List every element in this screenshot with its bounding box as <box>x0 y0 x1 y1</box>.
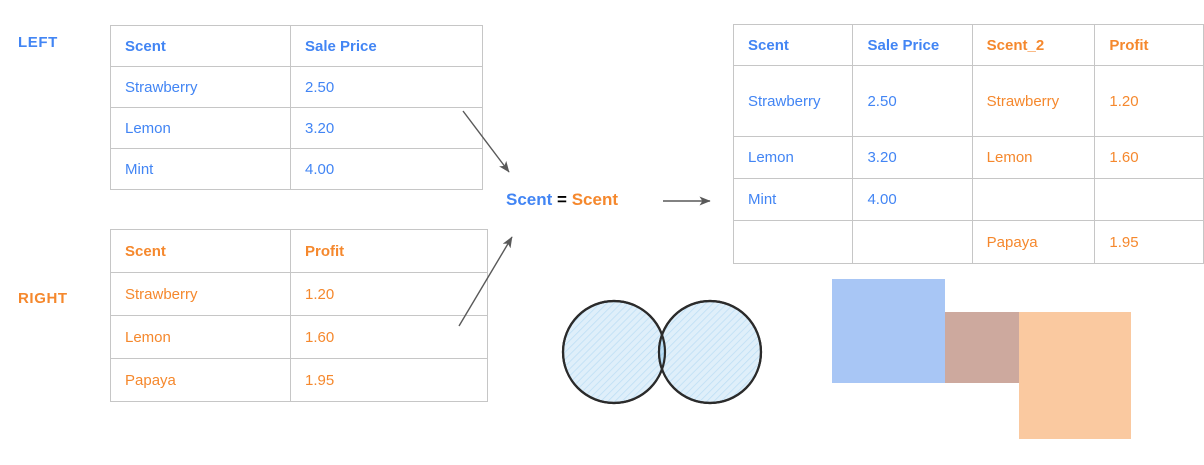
result-cell-profit-0: 1.20 <box>1094 65 1204 137</box>
result-header-profit: Profit <box>1094 24 1204 66</box>
table-row: Lemon 3.20 <box>110 107 483 149</box>
result-cell-scent-1: Lemon <box>732 136 854 179</box>
result-cell-scent2-2 <box>971 178 1096 221</box>
left-cell-price-1: 3.20 <box>290 107 483 149</box>
table-row: Strawberry 2.50 <box>110 66 483 108</box>
right-cell-scent-1: Lemon <box>110 315 291 359</box>
result-cell-profit-2 <box>1094 178 1204 221</box>
table-row: Papaya 1.95 <box>732 220 1204 264</box>
right-cell-scent-0: Strawberry <box>110 272 291 316</box>
result-cell-scent2-0: Strawberry <box>971 65 1096 137</box>
result-cell-scent2-1: Lemon <box>971 136 1096 179</box>
venn-diagram <box>561 299 763 405</box>
left-cell-price-0: 2.50 <box>290 66 483 108</box>
right-cell-profit-1: 1.60 <box>290 315 488 359</box>
result-cell-price-3 <box>852 220 973 264</box>
table-header-row: Scent Sale Price <box>110 25 483 67</box>
result-cell-price-1: 3.20 <box>852 136 973 179</box>
result-table: Scent Sale Price Scent_2 Profit Strawber… <box>732 24 1204 264</box>
table-row: Strawberry 1.20 <box>110 272 488 316</box>
join-left-key: Scent <box>506 190 553 209</box>
result-cell-price-0: 2.50 <box>852 65 973 137</box>
table-row: Mint 4.00 <box>110 148 483 190</box>
left-cell-scent-1: Lemon <box>110 107 291 149</box>
result-cell-price-2: 4.00 <box>852 178 973 221</box>
rect-intersection <box>945 312 1019 383</box>
join-condition: Scent = Scent <box>506 190 618 210</box>
rect-right-set <box>1019 312 1131 439</box>
table-header-row: Scent Profit <box>110 229 488 273</box>
result-header-sale-price: Sale Price <box>852 24 973 66</box>
table-header-row: Scent Sale Price Scent_2 Profit <box>732 24 1204 66</box>
table-row: Papaya 1.95 <box>110 358 488 402</box>
left-cell-scent-0: Strawberry <box>110 66 291 108</box>
join-operator: = <box>557 190 567 209</box>
left-header-scent: Scent <box>110 25 291 67</box>
left-cell-scent-2: Mint <box>110 148 291 190</box>
table-row: Lemon 3.20 Lemon 1.60 <box>732 136 1204 179</box>
venn-circle-right-outline <box>657 299 763 405</box>
left-table-label: LEFT <box>18 34 58 51</box>
result-cell-profit-3: 1.95 <box>1094 220 1204 264</box>
left-table: Scent Sale Price Strawberry 2.50 Lemon 3… <box>110 25 483 190</box>
right-header-scent: Scent <box>110 229 291 273</box>
right-cell-profit-0: 1.20 <box>290 272 488 316</box>
right-table-label: RIGHT <box>18 290 68 307</box>
right-cell-scent-2: Papaya <box>110 358 291 402</box>
rect-left-set <box>832 279 945 383</box>
result-header-scent: Scent <box>732 24 854 66</box>
result-header-scent-2: Scent_2 <box>971 24 1096 66</box>
left-header-sale-price: Sale Price <box>290 25 483 67</box>
left-cell-price-2: 4.00 <box>290 148 483 190</box>
result-cell-profit-1: 1.60 <box>1094 136 1204 179</box>
table-row: Mint 4.00 <box>732 178 1204 221</box>
result-cell-scent-3 <box>732 220 854 264</box>
result-cell-scent2-3: Papaya <box>971 220 1096 264</box>
venn-circle-left-outline <box>561 299 667 405</box>
result-cell-scent-0: Strawberry <box>732 65 854 137</box>
right-header-profit: Profit <box>290 229 488 273</box>
table-row: Strawberry 2.50 Strawberry 1.20 <box>732 65 1204 137</box>
right-table: Scent Profit Strawberry 1.20 Lemon 1.60 … <box>110 229 488 402</box>
result-cell-scent-2: Mint <box>732 178 854 221</box>
join-right-key: Scent <box>571 190 618 209</box>
table-row: Lemon 1.60 <box>110 315 488 359</box>
right-cell-profit-2: 1.95 <box>290 358 488 402</box>
